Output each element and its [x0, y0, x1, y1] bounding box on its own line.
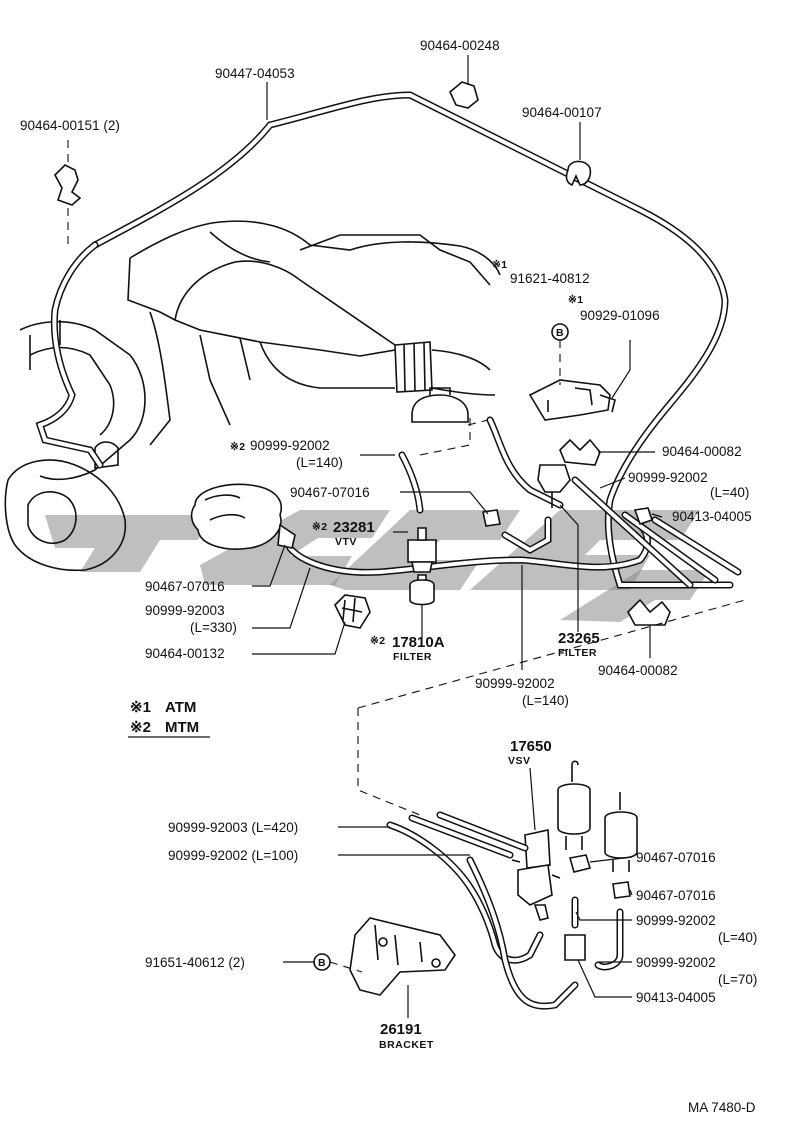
label-p29-sub: BRACKET — [379, 1039, 434, 1051]
label-p20: 17650 — [510, 738, 552, 755]
callout-b-lower-letter: B — [318, 957, 326, 969]
clamp-90464-00082-lower — [627, 598, 671, 626]
clamp-90464-00082-upper — [559, 438, 601, 466]
label-p12-mark: ※2 — [312, 521, 328, 533]
callout-b-upper: B — [551, 323, 569, 341]
label-p29: 26191 — [380, 1021, 422, 1038]
part-labels: 90464-00248 90447-04053 90464-00107 9046… — [20, 38, 757, 1051]
label-p12: 23281 — [333, 519, 375, 536]
label-p14-len: (L=330) — [190, 620, 237, 635]
label-p12-sub: VTV — [335, 536, 357, 548]
clamp-90467-07016-upper — [482, 509, 501, 527]
clamps-lower — [568, 854, 631, 899]
clamp-90464-00132 — [334, 594, 371, 629]
diagram-code: MA 7480-D — [688, 1100, 756, 1115]
label-p02: 90447-04053 — [215, 66, 295, 81]
label-p19-len: (L=140) — [522, 693, 569, 708]
label-p09-len: (L=40) — [710, 485, 749, 500]
label-p16-mark: ※2 — [370, 635, 386, 647]
label-p06: 90929-01096 — [580, 308, 660, 323]
label-p17-sub: FILTER — [558, 647, 597, 659]
label-p15: 90464-00132 — [145, 646, 225, 661]
label-p06-mark: ※1 — [568, 294, 584, 306]
legend-mark-1: ※1 — [130, 699, 151, 716]
label-p18: 90464-00082 — [598, 663, 678, 678]
label-p05: 91621-40812 — [510, 271, 590, 286]
vacuum-hoses-lower — [386, 811, 624, 1010]
label-p23: 90467-07016 — [636, 850, 716, 865]
label-p22: 90999-92002 (L=100) — [168, 848, 298, 863]
label-p08: 90464-00082 — [662, 444, 742, 459]
label-p27: 91651-40612 (2) — [145, 955, 245, 970]
label-p10: 90467-07016 — [290, 485, 370, 500]
vacuum-canister-lower-2 — [604, 792, 638, 872]
vsv-17650 — [511, 829, 561, 921]
label-p21: 90999-92003 (L=420) — [168, 820, 298, 835]
vacuum-canister — [190, 483, 296, 550]
filter-17810a — [409, 574, 435, 606]
vacuum-hoses-middle — [286, 416, 742, 589]
label-p19: 90999-92002 — [475, 676, 555, 691]
clamp-90464-00107 — [565, 160, 592, 187]
legend-mark-2: ※2 — [130, 719, 151, 736]
label-p17: 23265 — [558, 630, 600, 647]
label-p07-len: (L=140) — [296, 455, 343, 470]
label-p03: 90464-00107 — [522, 105, 602, 120]
label-p05-mark: ※1 — [492, 259, 508, 271]
label-p24: 90467-07016 — [636, 888, 716, 903]
label-p11: 90413-04005 — [672, 509, 752, 524]
engine-intake-illustration — [4, 220, 501, 572]
legend-text-1: ATM — [165, 699, 196, 716]
label-p25-len: (L=40) — [718, 930, 757, 945]
bracket-90929-01096 — [528, 379, 616, 421]
legend-text-2: MTM — [165, 719, 199, 736]
label-p01: 90464-00248 — [420, 38, 500, 53]
label-p20-sub: VSV — [508, 755, 531, 767]
label-p26: 90999-92002 — [636, 955, 716, 970]
label-p09: 90999-92002 — [628, 470, 708, 485]
clamp-90464-00151 — [54, 164, 82, 206]
callout-b-lower: B — [313, 953, 331, 971]
label-p13: 90467-07016 — [145, 579, 225, 594]
vtv-valve-23281 — [407, 527, 437, 573]
label-p16-sub: FILTER — [393, 651, 432, 663]
vacuum-canister-lower-1 — [557, 760, 591, 850]
vsv-fitting-middle — [537, 464, 571, 508]
label-p25: 90999-92002 — [636, 913, 716, 928]
label-p28: 90413-04005 — [636, 990, 716, 1005]
label-p16: 17810A — [392, 634, 445, 651]
clamp-90464-00248 — [449, 81, 479, 109]
label-p07-mark: ※2 — [230, 441, 246, 453]
label-p26-len: (L=70) — [718, 972, 757, 987]
vacuum-pipe-90447-04053 — [35, 91, 734, 589]
leader-lines — [67, 55, 746, 1018]
bracket-26191 — [349, 917, 456, 996]
label-p07: 90999-92002 — [250, 438, 330, 453]
legend: ※1 ATM ※2 MTM — [128, 699, 210, 738]
label-p14: 90999-92003 — [145, 603, 225, 618]
label-p04: 90464-00151 (2) — [20, 118, 120, 133]
callout-b-upper-letter: B — [556, 327, 564, 339]
clamp-90413-04005-upper — [633, 507, 654, 526]
